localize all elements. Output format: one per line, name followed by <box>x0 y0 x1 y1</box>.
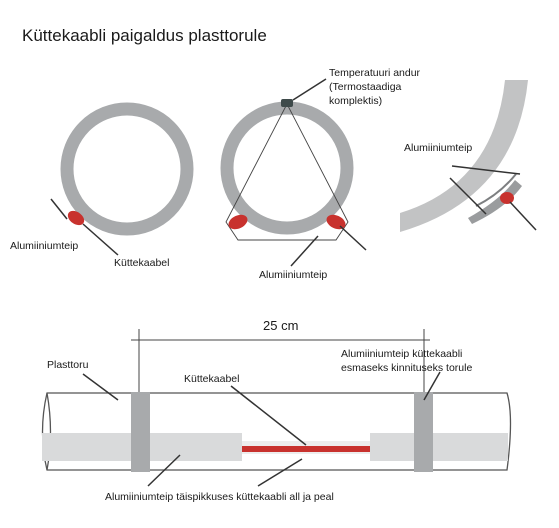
label-cable-left: Küttekaabel <box>114 257 169 269</box>
label-tape-middle: Alumiiniumteip <box>259 269 327 281</box>
leader-cable-left <box>82 223 119 256</box>
temperature-sensor <box>281 99 293 107</box>
label-sensor-line1: Temperatuuri andur <box>329 67 421 79</box>
label-spacing: 25 cm <box>263 318 298 333</box>
tape-band-left <box>131 392 150 472</box>
dimension-25cm: 25 cm <box>131 318 430 392</box>
pipe-ring-left <box>60 102 194 236</box>
tape-wrap-middle <box>225 103 349 241</box>
label-tape-fix-line2: esmaseks kinnituseks torule <box>341 362 472 374</box>
leader-tape-left <box>50 198 68 220</box>
longitudinal-labels: Plasttoru Küttekaabel Alumiiniumteip küt… <box>47 348 472 503</box>
leader-cable-detail <box>509 201 537 231</box>
heating-cable-middle-right <box>326 214 346 230</box>
pipe-end-left <box>46 392 52 471</box>
leader-tape-full-right <box>257 458 303 487</box>
cross-section-left: Alumiiniumteip Küttekaabel <box>10 102 194 269</box>
leader-cable-middle <box>339 225 367 251</box>
tape-band-right <box>414 392 433 472</box>
leader-tape-detail-2 <box>449 177 487 215</box>
leader-sensor <box>292 78 327 101</box>
leader-tape-middle <box>290 235 319 267</box>
longitudinal-pipe <box>41 392 512 472</box>
label-sensor-line2: (Termostaadiga <box>329 81 402 93</box>
leader-cable-bottom <box>230 385 307 446</box>
leader-tape-full-left <box>147 454 181 487</box>
pipe-wall-detail <box>400 80 528 232</box>
label-tape-fix-line1: Alumiiniumteip küttekaabli <box>341 348 462 360</box>
label-tape-right: Alumiiniumteip <box>404 142 472 154</box>
diagram-title: Küttekaabli paigaldus plasttorule <box>22 26 267 45</box>
detail-section: Alumiiniumteip <box>400 80 537 232</box>
heating-cable-middle-left <box>228 214 248 230</box>
label-sensor-line3: komplektis) <box>329 95 382 107</box>
cross-section-middle: Temperatuuri andur (Termostaadiga komple… <box>220 67 421 281</box>
heating-cable-bottom <box>242 446 370 452</box>
tape-strip-detail <box>468 180 522 224</box>
leader-tape-fix <box>423 371 441 401</box>
label-tape-left: Alumiiniumteip <box>10 240 78 252</box>
label-tape-full-length: Alumiiniumteip täispikkuses küttekaabli … <box>105 491 334 503</box>
leader-tape-detail <box>451 165 521 175</box>
tape-full-right <box>370 433 508 461</box>
label-cable-bottom: Küttekaabel <box>184 373 239 385</box>
leader-pipe <box>82 373 119 401</box>
tape-edge-detail <box>475 173 517 207</box>
heating-cable-detail <box>500 192 514 204</box>
heating-cable-left <box>67 210 85 226</box>
label-pipe: Plasttoru <box>47 359 89 371</box>
pipe-ring-middle <box>220 101 354 235</box>
